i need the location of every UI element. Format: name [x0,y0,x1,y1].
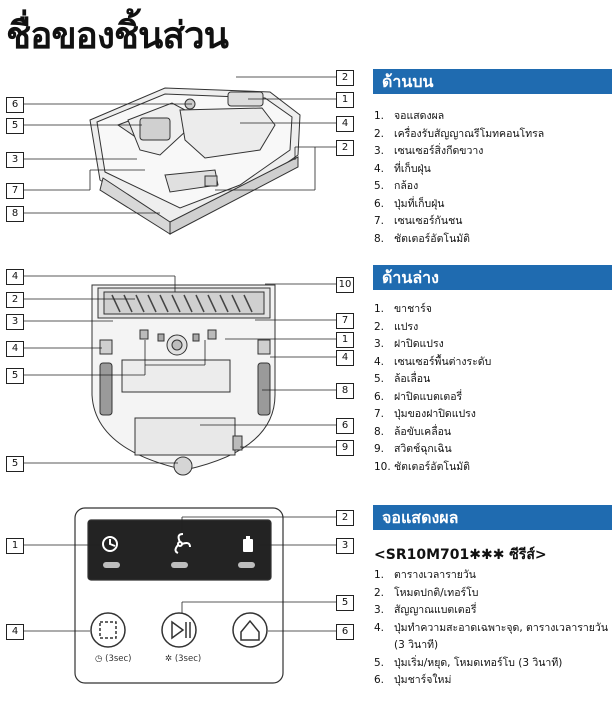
top-callout-leaders [22,76,336,214]
model-series-heading: <SR10M701✱✱✱ ซีรีส์> [374,547,547,563]
list-item: 3.เซนเซอร์สิ่งกีดขวาง [374,145,484,157]
list-item: 8.ชัตเตอร์อัตโนมัติ [374,232,470,245]
battery-icon [243,536,253,552]
callout-number: 5 [6,368,24,384]
callout-number: 6 [336,624,354,640]
callout-number: 3 [6,152,24,168]
display-callout-leaders [22,516,336,632]
list-item: 4.ที่เก็บฝุ่น [374,162,431,175]
callout-number: 5 [6,456,24,472]
robot-top-view [89,87,301,235]
list-item: 3.สัญญาณแบตเตอรี่ [374,604,477,616]
callout-number: 8 [6,206,24,222]
list-item: 10.ชัตเตอร์อัตโนมัติ [374,460,470,473]
list-item: 5.กล้อง [374,180,419,192]
list-item: 3.ฝาปิดแปรง [374,338,444,350]
callout-number: 4 [6,269,24,285]
list-item: 6.ฝาปิดแบตเตอรี่ [374,390,463,403]
callout-number: 2 [336,140,354,156]
callout-number: 4 [336,350,354,366]
callout-number: 6 [6,97,24,113]
callout-number: 6 [336,418,354,434]
callout-number: 2 [336,510,354,526]
callout-number: 1 [6,538,24,554]
callout-number: 5 [6,118,24,134]
list-item: 6.ปุ่มที่เก็บฝุ่น [374,197,445,210]
section-header-top: ด้านบน [373,69,612,94]
section-header-display: จอแสดงผล [373,505,612,530]
callout-number: 7 [336,313,354,329]
list-item: 4.ปุ่มทำความสะอาดเฉพาะจุด, ตารางเวลารายว… [374,621,609,652]
callout-number: 2 [336,70,354,86]
list-item: 2.แปรง [374,320,419,333]
robot-bottom-view [91,284,276,476]
callout-number: 4 [6,341,24,357]
list-item: 6.ปุ่มชาร์จใหม่ [374,674,452,686]
list-item: 8.ล้อขับเคลื่อน [374,425,452,438]
callout-number: 7 [6,183,24,199]
parts-diagrams [22,76,336,684]
page-title: ชื่อของชิ้นส่วน [6,14,229,57]
list-item: 1.ตารางเวลารายวัน [374,569,476,581]
callout-number: 2 [6,292,24,308]
list-item: 9.สวิตช์ฉุกเฉิน [374,443,452,455]
list-item: 5.ล้อเลื่อน [374,373,431,385]
callout-number: 8 [336,383,354,399]
display-parts-list: 1.ตารางเวลารายวัน 2.โหมดปกติ/เทอร์โบ 3.ส… [374,567,612,690]
callout-number: 3 [336,538,354,554]
callout-number: 4 [6,624,24,640]
callout-number: 5 [336,595,354,611]
list-item: 2.โหมดปกติ/เทอร์โบ [374,586,479,599]
list-item: 7.ปุ่มของฝาปิดแปรง [374,408,476,420]
spot-clean-button [90,612,126,648]
callout-number: 1 [336,92,354,108]
bottom-parts-list: 1.ขาชาร์จ 2.แปรง 3.ฝาปิดแปรง 4.เซนเซอร์พ… [374,301,612,476]
play-pause-button [161,612,197,648]
control-panel [74,507,284,684]
bottom-callout-leaders [22,275,336,464]
start-button-caption: ✲ (3sec) [165,654,202,664]
callout-number: 4 [336,116,354,132]
list-item: 1.ขาชาร์จ [374,303,432,315]
schedule-icon [102,536,118,552]
list-item: 5.ปุ่มเริ่ม/หยุด, โหมดเทอร์โบ (3 วินาที) [374,656,563,669]
list-item: 1.จอแสดงผล [374,110,445,122]
callout-number: 1 [336,332,354,348]
list-item: 7.เซนเซอร์กันชน [374,215,463,227]
callout-number: 3 [6,314,24,330]
fan-icon [174,533,191,554]
callout-number: 9 [336,440,354,456]
top-parts-list: 1.จอแสดงผล 2.เครื่องรับสัญญาณรีโมทคอนโทร… [374,108,612,248]
callout-number: 10 [336,277,354,293]
list-item: 2.เครื่องรับสัญญาณรีโมทคอนโทรล [374,127,545,140]
section-header-bottom: ด้านล่าง [373,265,612,290]
spot-button-caption: ◷ (3sec) [95,654,132,664]
list-item: 4.เซนเซอร์พื้นต่างระดับ [374,355,492,368]
home-charge-button [232,612,268,648]
